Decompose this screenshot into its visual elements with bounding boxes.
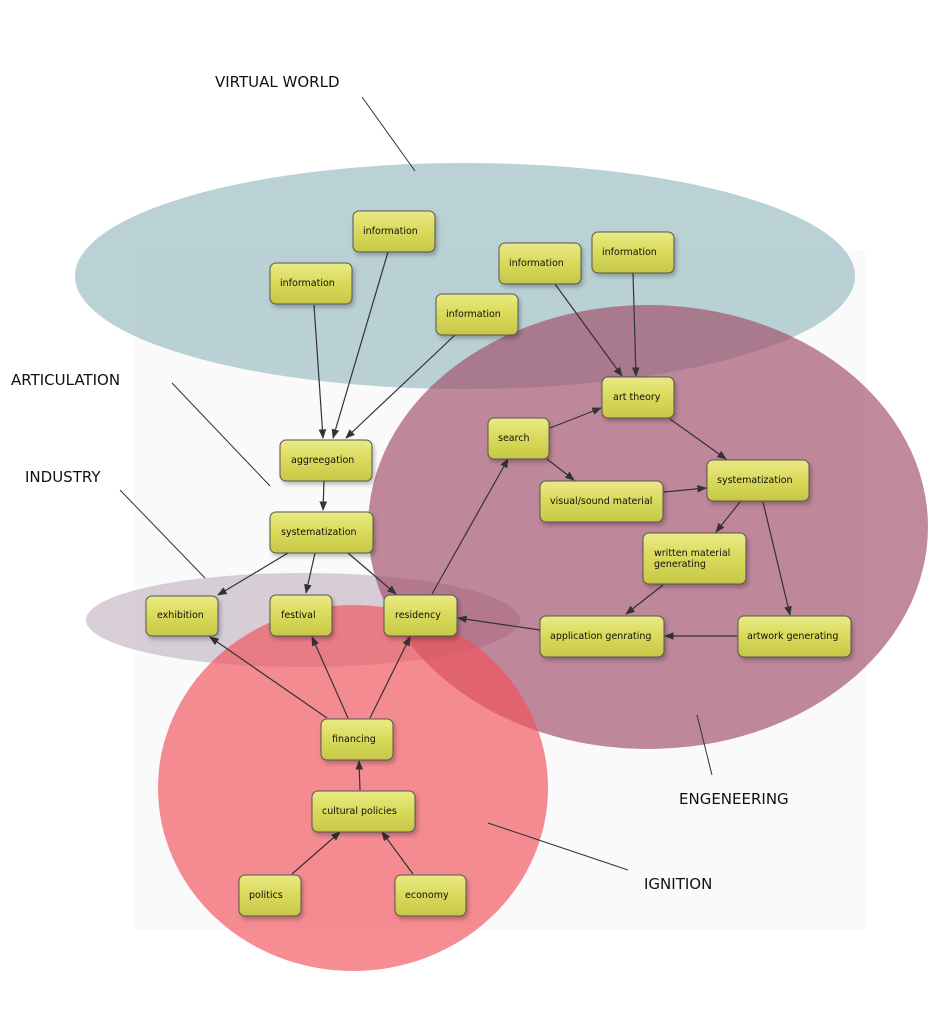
edge-search-visual-sound	[546, 458, 575, 481]
articulation-pointer	[171, 382, 271, 487]
ignition-label: IGNITION	[644, 875, 712, 893]
node-exhibition: exhibition	[145, 595, 219, 637]
edge-art-theory-systematization	[669, 418, 727, 460]
edge-cultural-policies-financing	[355, 760, 364, 791]
edge-visual-sound-systematization	[663, 484, 707, 493]
node-search: search	[487, 417, 550, 460]
edge-info2-aggregation	[313, 304, 327, 439]
node-economy: economy	[394, 874, 467, 917]
node-information: information	[591, 231, 675, 274]
node-label: residency	[395, 610, 441, 621]
node-art-theory: art theory	[601, 376, 675, 419]
node-residency: residency	[383, 594, 458, 637]
engineering-label: ENGENEERING	[679, 790, 789, 808]
edge-search-art-theory	[549, 407, 602, 429]
virtual-world-pointer	[361, 96, 416, 172]
node-label: aggreegation	[291, 455, 354, 466]
node-label: information	[280, 278, 335, 289]
edge-info4-art-theory	[554, 283, 623, 377]
node-information: information	[498, 242, 582, 285]
edge-systematization-residency	[347, 552, 397, 595]
ignition-region	[158, 605, 548, 971]
edge-info5-art-theory	[631, 272, 640, 377]
node-label: systematization	[717, 475, 793, 486]
ignition-pointer	[487, 822, 629, 871]
node-label: art theory	[613, 392, 661, 403]
node-information: information	[269, 262, 353, 305]
edge-systematization-exhibition	[217, 552, 289, 596]
edge-politics-cultural-policies	[291, 831, 341, 875]
edge-written-application	[625, 584, 664, 615]
edge-systematization-written	[715, 501, 741, 533]
node-systematization: systematization	[269, 511, 374, 554]
industry-pointer	[119, 489, 206, 579]
node-application-generating: application genrating	[539, 615, 665, 658]
node-label: information	[509, 258, 564, 269]
node-cultural-policies: cultural policies	[311, 790, 416, 833]
node-label-line-1: written material	[654, 548, 730, 559]
node-information: information	[352, 210, 436, 253]
node-label: information	[446, 309, 501, 320]
node-information: information	[435, 293, 519, 336]
edge-residency-search	[431, 458, 509, 595]
edge-aggregation-systematization	[319, 480, 328, 511]
node-label: politics	[249, 890, 283, 901]
node-label: economy	[405, 890, 449, 901]
node-label: visual/sound material	[550, 496, 652, 507]
node-festival: festival	[269, 594, 333, 637]
edge-systematization-artwork	[762, 501, 792, 616]
edge-info3-aggregation	[345, 334, 456, 439]
node-financing: financing	[320, 718, 394, 761]
node-aggregation: aggreegation	[279, 439, 373, 482]
edge-application-residency	[457, 615, 541, 631]
node-label: cultural policies	[322, 806, 397, 817]
node-label-line-2: generating	[654, 559, 706, 570]
node-politics: politics	[238, 874, 302, 917]
node-label: financing	[332, 734, 376, 745]
node-artwork-generating: artwork generating	[737, 615, 852, 658]
node-visual-sound-material: visual/sound material	[539, 480, 664, 523]
node-label: festival	[281, 610, 316, 621]
edge-financing-exhibition	[209, 636, 328, 719]
node-label: information	[363, 226, 418, 237]
edges	[209, 251, 792, 875]
node-label: systematization	[281, 527, 357, 538]
edge-financing-residency	[369, 636, 411, 719]
edge-info1-aggregation	[331, 251, 389, 439]
edge-systematization-festival	[304, 552, 316, 594]
industry-label: INDUSTRY	[25, 468, 101, 486]
node-label: search	[498, 433, 530, 444]
edge-financing-festival	[311, 636, 349, 719]
engineering-pointer	[696, 714, 713, 776]
node-written-material-generating: written material generating	[642, 532, 747, 585]
node-label: application genrating	[550, 631, 651, 642]
articulation-label: ARTICULATION	[11, 371, 120, 389]
node-label: exhibition	[157, 610, 204, 621]
node-label: information	[602, 247, 657, 258]
node-systematization-right: systematization	[706, 459, 810, 502]
node-label: artwork generating	[747, 631, 838, 642]
edge-economy-cultural-policies	[381, 831, 414, 875]
virtual-world-label: VIRTUAL WORLD	[215, 73, 340, 91]
